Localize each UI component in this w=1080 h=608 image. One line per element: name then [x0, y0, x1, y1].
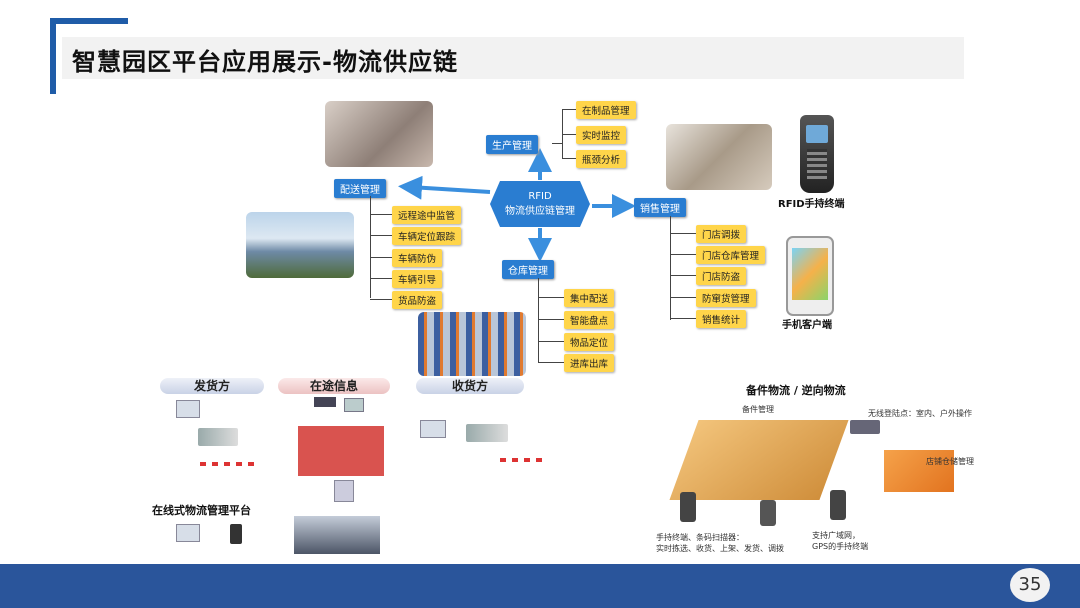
platform-label: 在线式物流管理平台: [152, 504, 251, 517]
truck-photo: [246, 212, 354, 278]
sales-tick-4: [670, 318, 696, 319]
label-handheld: 手持终端、条码扫描器： 实时拣选、收货、上架、发货、调拨: [656, 533, 784, 553]
sales-item-3: 防窜货管理: [696, 289, 756, 307]
mobile-phone-icon: [786, 236, 834, 316]
warehouse-item-0: 集中配送: [564, 289, 615, 307]
gps-device-icon: [344, 398, 364, 412]
warehouse-item-2: 物品定位: [564, 333, 615, 351]
handheld-scanner-icon: [680, 492, 696, 522]
rfid-terminal-caption: RFID手持终端: [778, 199, 845, 210]
sales-item-0: 门店调拨: [696, 225, 747, 243]
access-point-icon: [850, 420, 880, 434]
label-wireless: 无线登陆点：室内、户外操作: [868, 409, 972, 418]
tab-shipper: 发货方: [160, 378, 264, 394]
distribution-item-1: 车辆定位跟踪: [392, 227, 462, 245]
warehouse-item-1: 智能盘点: [564, 311, 615, 329]
label-parts: 备件管理: [742, 405, 774, 414]
distribution-tick-3: [370, 278, 392, 279]
title-bracket: [50, 18, 128, 94]
hub-line2: 物流供应链管理: [505, 206, 575, 217]
transit-info-box: [298, 426, 384, 476]
warehouse-node: 仓库管理: [502, 260, 554, 279]
page-number: 35: [1010, 568, 1050, 602]
distribution-item-2: 车辆防伪: [392, 249, 443, 267]
distribution-tick-1: [370, 235, 392, 236]
barcode-scanner-icon: [760, 500, 776, 526]
sales-item-4: 销售统计: [696, 310, 747, 328]
tab-in-transit: 在途信息: [278, 378, 390, 394]
label-wan: 支持广域网， GPS的手持终端: [812, 531, 869, 551]
shipper-truck-icon: [198, 428, 238, 446]
sales-bracket: [670, 216, 671, 320]
sales-item-2: 门店防盗: [696, 267, 747, 285]
control-room-photo: [294, 516, 380, 554]
store-photo: [666, 124, 772, 190]
production-node: 生产管理: [486, 135, 538, 154]
shipper-reader-icon: [176, 400, 200, 418]
rfid-hub: RFID 物流供应链管理: [490, 181, 590, 227]
warehouse-tick-3: [538, 362, 564, 363]
platform-handheld-icon: [230, 524, 242, 544]
distribution-item-4: 货品防盗: [392, 291, 443, 309]
distribution-item-0: 远程途中监管: [392, 206, 462, 224]
footer-bar: [0, 564, 1080, 608]
shipper-gate-icon: [200, 462, 256, 466]
hub-line1: RFID: [528, 191, 552, 202]
shipping-container: [884, 450, 954, 492]
receiver-gate-icon: [500, 458, 544, 462]
production-tick-1: [562, 134, 576, 135]
sales-tick-3: [670, 297, 696, 298]
sales-tick-0: [670, 233, 696, 234]
label-warehouse-mgmt: 店铺仓储管理: [926, 457, 974, 466]
rfid-handheld-icon: [800, 115, 834, 193]
tab-receiver: 收货方: [416, 378, 524, 394]
mobile-client-caption: 手机客户端: [782, 320, 832, 331]
distribution-tick-4: [370, 299, 392, 300]
production-item-0: 在制品管理: [576, 101, 636, 119]
distribution-tick-2: [370, 257, 392, 258]
isometric-warehouse: [669, 420, 849, 500]
production-item-1: 实时监控: [576, 126, 627, 144]
distribution-item-3: 车辆引导: [392, 270, 443, 288]
distribution-bracket: [370, 196, 371, 298]
production-item-2: 瓶颈分析: [576, 150, 627, 168]
title-bar: [62, 37, 964, 79]
receiver-reader-icon: [420, 420, 446, 438]
warehouse-photo: [418, 312, 526, 376]
spare-parts-title: 备件物流 / 逆向物流: [746, 384, 846, 397]
satellite-icon: [314, 397, 336, 407]
distribution-tick-0: [370, 214, 392, 215]
warehouse-bracket: [538, 278, 539, 362]
page-title: 智慧园区平台应用展示-物流供应链: [72, 48, 458, 76]
warehouse-item-3: 进库出库: [564, 354, 615, 372]
warehouse-tick-0: [538, 297, 564, 298]
distribution-node: 配送管理: [334, 179, 386, 198]
sales-tick-2: [670, 275, 696, 276]
gps-handheld-icon: [830, 490, 846, 520]
sales-item-1: 门店仓库管理: [696, 246, 766, 264]
server-icon: [334, 480, 354, 502]
sales-tick-1: [670, 254, 696, 255]
production-tick-2: [562, 158, 576, 159]
platform-reader-icon: [176, 524, 200, 542]
warehouse-tick-1: [538, 319, 564, 320]
factory-photo: [325, 101, 433, 167]
production-tick-0: [562, 109, 576, 110]
production-stem: [552, 143, 562, 144]
sales-node: 销售管理: [634, 198, 686, 217]
warehouse-tick-2: [538, 341, 564, 342]
receiver-truck-icon: [466, 424, 508, 442]
